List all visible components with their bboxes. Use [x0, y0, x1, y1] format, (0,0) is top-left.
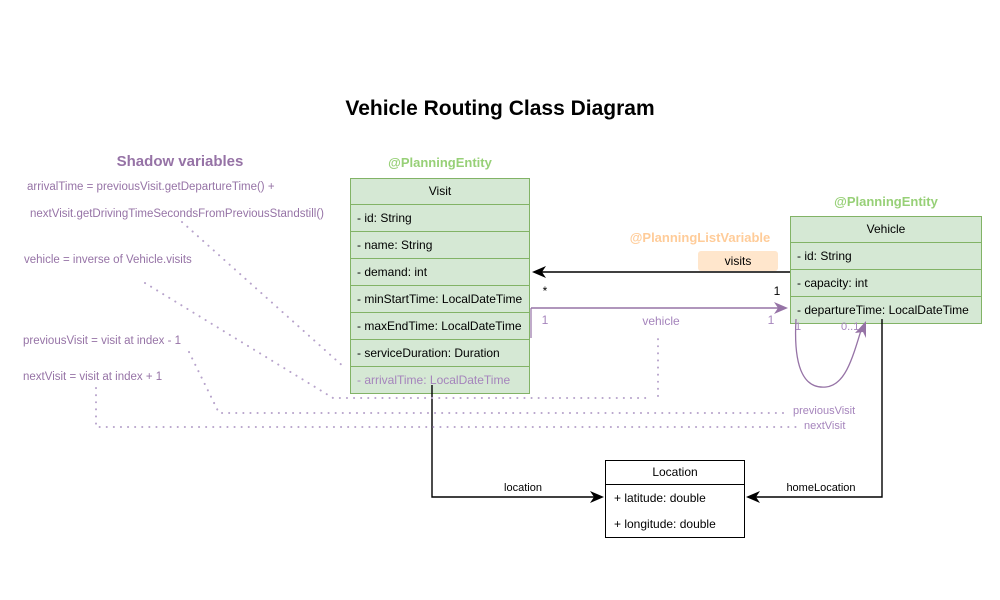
shadow-formula-previousvisit: previousVisit = visit at index - 1: [23, 335, 181, 347]
location-arrowhead-icon: [590, 491, 604, 503]
visit-attr-arrivaltime: - arrivalTime: LocalDateTime: [351, 366, 529, 393]
home-location-edge-label: homeLocation: [786, 482, 856, 494]
location-edge: [431, 385, 598, 498]
planning-entity-annotation-visit: @PlanningEntity: [388, 155, 492, 170]
page-title: Vehicle Routing Class Diagram: [345, 97, 655, 120]
visits-multiplicity-vehicle-end: 1: [773, 284, 781, 298]
visit-attr-demand: - demand: int: [351, 258, 529, 285]
location-edge-label: location: [504, 482, 542, 494]
vehicle-attr-capacity: - capacity: int: [791, 269, 981, 296]
shadow-formula-nextvisit: nextVisit = visit at index + 1: [23, 371, 163, 383]
loop-multiplicity-start: 1: [795, 321, 802, 333]
home-location-edge: [752, 319, 883, 498]
previousvisit-link-label: previousVisit: [793, 405, 856, 417]
dotted-link-previousvisit: [188, 351, 789, 414]
class-title-visit: Visit: [428, 184, 452, 198]
visit-chain-loop-arrowhead-icon: [855, 321, 866, 338]
nextvisit-link-label: nextVisit: [804, 420, 846, 432]
vehicle-edge-label: vehicle: [642, 314, 680, 328]
visit-attr-serviceduration: - serviceDuration: Duration: [351, 339, 529, 366]
dotted-link-arrivaltime: [181, 221, 346, 369]
location-attr-longitude: + longitude: double: [614, 517, 716, 531]
class-box-vehicle: Vehicle - id: String - capacity: int - d…: [790, 216, 982, 324]
vehicle-attr-departuretime: - departureTime: LocalDateTime: [791, 296, 981, 323]
vehicle-multiplicity-vehicle-end: 1: [767, 313, 775, 327]
dotted-link-vehicle: [144, 282, 649, 399]
vehicle-attr-id: - id: String: [791, 242, 981, 269]
loop-multiplicity-end: 0..1: [841, 321, 860, 333]
visits-multiplicity-visit-end: *: [542, 284, 548, 298]
dotted-link-nextvisit: [95, 387, 801, 428]
class-title-location: Location: [652, 465, 698, 479]
class-box-location: Location + latitude: double + longitude:…: [605, 460, 745, 538]
visits-edge-label: visits: [698, 251, 778, 271]
visit-chain-loop-edge: [794, 318, 863, 388]
home-location-arrowhead-icon: [746, 491, 760, 503]
vehicle-multiplicity-visit-end: 1: [541, 313, 549, 327]
shadow-formula-arrivaltime-1: arrivalTime = previousVisit.getDeparture…: [27, 181, 275, 193]
visit-attr-maxendtime: - maxEndTime: LocalDateTime: [351, 312, 529, 339]
location-attr-latitude: + latitude: double: [606, 484, 744, 511]
shadow-variables-heading: Shadow variables: [116, 153, 244, 170]
visit-attr-name: - name: String: [351, 231, 529, 258]
class-title-vehicle: Vehicle: [866, 222, 906, 236]
planning-entity-annotation-vehicle: @PlanningEntity: [834, 194, 938, 209]
planning-list-variable-annotation: @PlanningListVariable: [629, 230, 771, 245]
visits-arrowhead-icon: [532, 266, 546, 278]
vehicle-arrowhead-icon: [774, 302, 788, 314]
visit-attr-minstarttime: - minStartTime: LocalDateTime: [351, 285, 529, 312]
visit-attr-id: - id: String: [351, 204, 529, 231]
class-box-visit: Visit - id: String - name: String - dema…: [350, 178, 530, 394]
shadow-formula-arrivaltime-2: nextVisit.getDrivingTimeSecondsFromPrevi…: [30, 208, 324, 220]
shadow-formula-vehicle: vehicle = inverse of Vehicle.visits: [24, 254, 192, 266]
